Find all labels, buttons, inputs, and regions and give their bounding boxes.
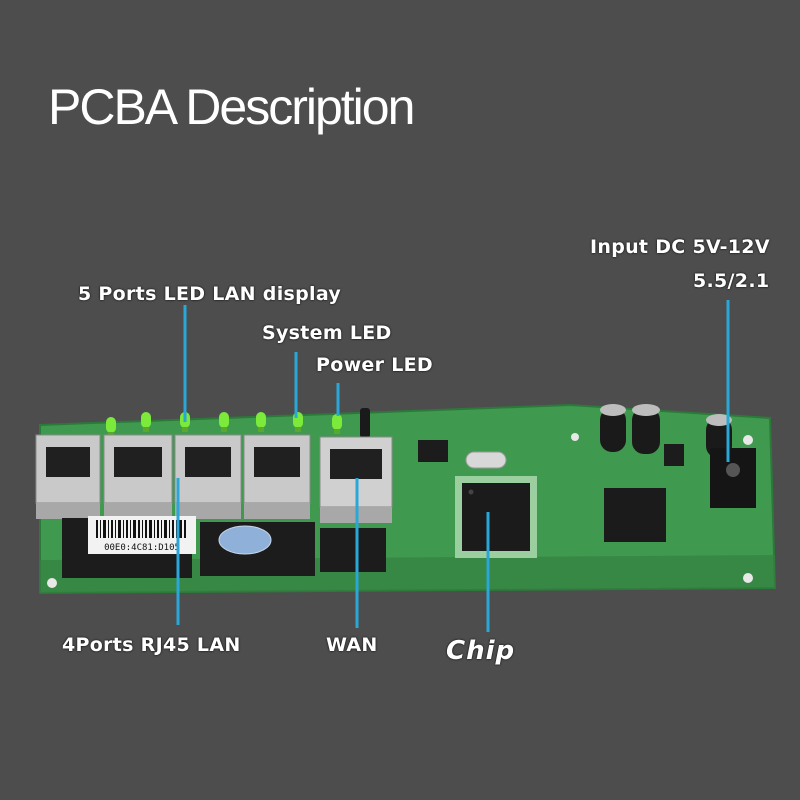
serial-sticker-text: 00E0:4C81:D105	[104, 543, 180, 553]
main-chip	[462, 483, 530, 551]
led	[332, 414, 342, 434]
led	[141, 412, 151, 432]
wan-transformer	[320, 528, 386, 572]
memory-chip	[604, 488, 666, 542]
rj45-port	[243, 434, 311, 519]
label-plug-size: 5.5/2.1	[693, 270, 770, 292]
rj45-port	[35, 434, 101, 519]
led-row	[106, 408, 370, 438]
capacitor	[600, 404, 626, 452]
led	[256, 412, 266, 432]
label-system-led: System LED	[262, 322, 392, 344]
label-power-led: Power LED	[316, 354, 433, 376]
rj45-port-row	[35, 434, 393, 523]
reset-button	[360, 408, 370, 438]
hologram-sticker	[218, 525, 272, 555]
label-input-dc: Input DC 5V-12V	[590, 236, 770, 258]
led	[219, 412, 229, 432]
mounting-hole	[47, 578, 57, 588]
crystal	[465, 451, 507, 469]
rj45-port-wan	[319, 436, 393, 523]
mounting-hole	[743, 573, 753, 583]
barcode	[96, 520, 186, 538]
label-lan-ports: 4Ports RJ45 LAN	[62, 634, 241, 656]
dc-power-jack	[710, 448, 756, 508]
page-title: PCBA Description	[48, 79, 415, 135]
capacitor	[632, 404, 660, 454]
rj45-port	[174, 434, 242, 519]
label-led-lan-display: 5 Ports LED LAN display	[78, 283, 342, 305]
small-ic	[418, 440, 448, 462]
label-wan: WAN	[326, 634, 378, 656]
mounting-hole	[571, 433, 579, 441]
mounting-hole	[743, 435, 753, 445]
small-ic	[664, 444, 684, 466]
label-chip: Chip	[446, 636, 516, 666]
pointer-lines	[176, 300, 730, 632]
rj45-port	[103, 434, 173, 519]
